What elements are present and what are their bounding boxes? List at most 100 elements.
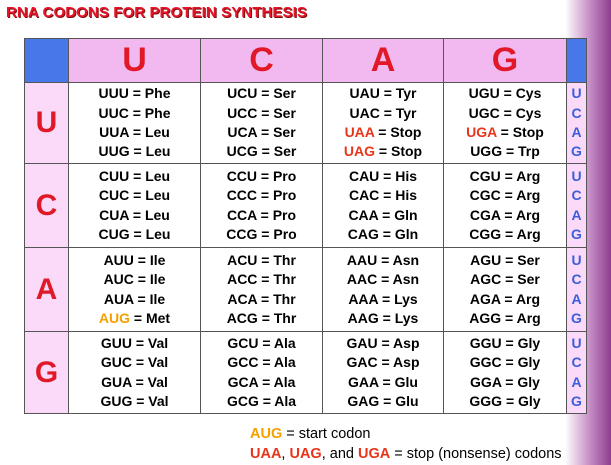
codon-entry: GCG = Ala <box>201 392 322 411</box>
third-base-label: A <box>571 124 582 140</box>
codon-text: CCG = Pro <box>226 225 297 242</box>
codon-entry: ACA = Thr <box>201 290 322 309</box>
codon-entry: UCA = Ser <box>201 123 322 142</box>
codon-entry: CUU = Leu <box>69 167 200 186</box>
codon-entry: AAA = Lys <box>323 290 443 309</box>
codon-text: UUG = Leu <box>98 143 171 160</box>
codon-entry: CAC = His <box>323 186 443 205</box>
codon-entry: ACG = Thr <box>201 309 322 328</box>
codon-text: AGC = Ser <box>470 271 540 288</box>
third-base-label: A <box>571 206 582 223</box>
first-base-label: A <box>24 247 69 332</box>
legend-stop-text: = stop (nonsense) codons <box>390 446 562 462</box>
codon-entry: UCG = Ser <box>201 142 322 161</box>
codon-entry: GAU = Asp <box>323 334 443 353</box>
legend-stop-codon-2: UAG <box>289 446 322 462</box>
codon-entry: UUA = Leu <box>69 123 200 142</box>
third-base-label: G <box>571 143 582 160</box>
codon-entry: AGA = Arg <box>444 290 566 309</box>
codon-text: UUU = Phe <box>98 85 171 102</box>
stop-codon-label: UGA <box>466 124 497 140</box>
codon-entry: CUG = Leu <box>69 225 200 244</box>
third-base-label: G <box>571 225 582 242</box>
stop-codon-label: UAG <box>343 143 376 160</box>
column-header-u: U <box>68 38 201 83</box>
codon-entry: CUC = Leu <box>69 186 200 205</box>
codon-entry: UGG = Trp <box>444 142 566 161</box>
codon-text: UCA = Ser <box>227 124 296 140</box>
codon-text: CCA = Pro <box>226 206 297 223</box>
codon-entry: GAA = Glu <box>323 373 443 392</box>
codon-amino-acid: = Stop <box>496 124 544 140</box>
codon-entry: UUC = Phe <box>69 104 200 123</box>
codon-entry: UCC = Ser <box>201 104 322 123</box>
codon-text: CGC = Arg <box>469 187 541 204</box>
codon-amino-acid: = Stop <box>374 124 422 140</box>
codon-entry: GUG = Val <box>69 392 200 411</box>
legend-sep-2: , and <box>321 446 358 462</box>
codon-entry: UCU = Ser <box>201 84 322 103</box>
codon-text: UCC = Ser <box>227 104 296 121</box>
codon-entry: GCA = Ala <box>201 373 322 392</box>
third-base-label: U <box>571 251 582 268</box>
codon-entry: UUU = Phe <box>69 84 200 103</box>
codon-entry: GAG = Glu <box>323 392 443 411</box>
codon-text: CAG = Gln <box>347 225 419 242</box>
column-header-a: A <box>322 38 444 83</box>
codon-entry: AAG = Lys <box>323 309 443 328</box>
codon-amino-acid: = Met <box>130 309 171 326</box>
codon-text: CUA = Leu <box>99 206 170 223</box>
codon-entry: GGG = Gly <box>444 392 566 411</box>
codon-text: GUU = Val <box>100 334 169 351</box>
third-base-label: G <box>571 309 582 326</box>
codon-text: GAU = Asp <box>346 334 420 351</box>
codon-entry: CGG = Arg <box>444 225 566 244</box>
legend-sep-1: , <box>281 446 290 462</box>
codon-text: GAA = Glu <box>348 373 418 390</box>
codon-entry: AGC = Ser <box>444 270 566 289</box>
header-row: U C A G <box>24 38 587 83</box>
third-base-label: A <box>571 290 582 307</box>
codon-entry: CCG = Pro <box>201 225 322 244</box>
codon-text: UAU = Tyr <box>349 85 417 102</box>
codon-text: UUA = Leu <box>99 124 170 140</box>
third-base-label: A <box>571 373 582 390</box>
codon-entry: GUC = Val <box>69 353 200 372</box>
codon-text: AUU = Ile <box>103 251 166 268</box>
codon-text: CCC = Pro <box>226 187 297 204</box>
third-base-label: U <box>571 85 582 102</box>
codon-text: GGU = Gly <box>469 334 541 351</box>
legend-start-codon: AUG <box>250 426 283 442</box>
codon-text: GGA = Gly <box>470 373 540 390</box>
codon-text: GCC = Ala <box>227 354 296 371</box>
codon-text: CUU = Leu <box>98 167 171 184</box>
codon-entry: CCU = Pro <box>201 167 322 186</box>
codon-entry: UGU = Cys <box>444 84 566 103</box>
codon-entry: AGU = Ser <box>444 251 566 270</box>
codon-entry: CGA = Arg <box>444 206 566 225</box>
codon-entry: UAC = Tyr <box>323 104 443 123</box>
codon-text: ACG = Thr <box>226 309 297 326</box>
third-base-label: G <box>571 392 582 409</box>
legend-start-line: AUG = start codon <box>250 426 371 442</box>
codon-entry: CCC = Pro <box>201 186 322 205</box>
codon-text: AUC = Ile <box>103 271 166 288</box>
legend-stop-line: UAA, UAG, and UGA = stop (nonsense) codo… <box>250 446 562 462</box>
codon-text: GAC = Asp <box>346 354 420 371</box>
codon-entry: GUA = Val <box>69 373 200 392</box>
codon-text: GUA = Val <box>101 373 168 390</box>
codon-text: GGG = Gly <box>469 392 541 409</box>
